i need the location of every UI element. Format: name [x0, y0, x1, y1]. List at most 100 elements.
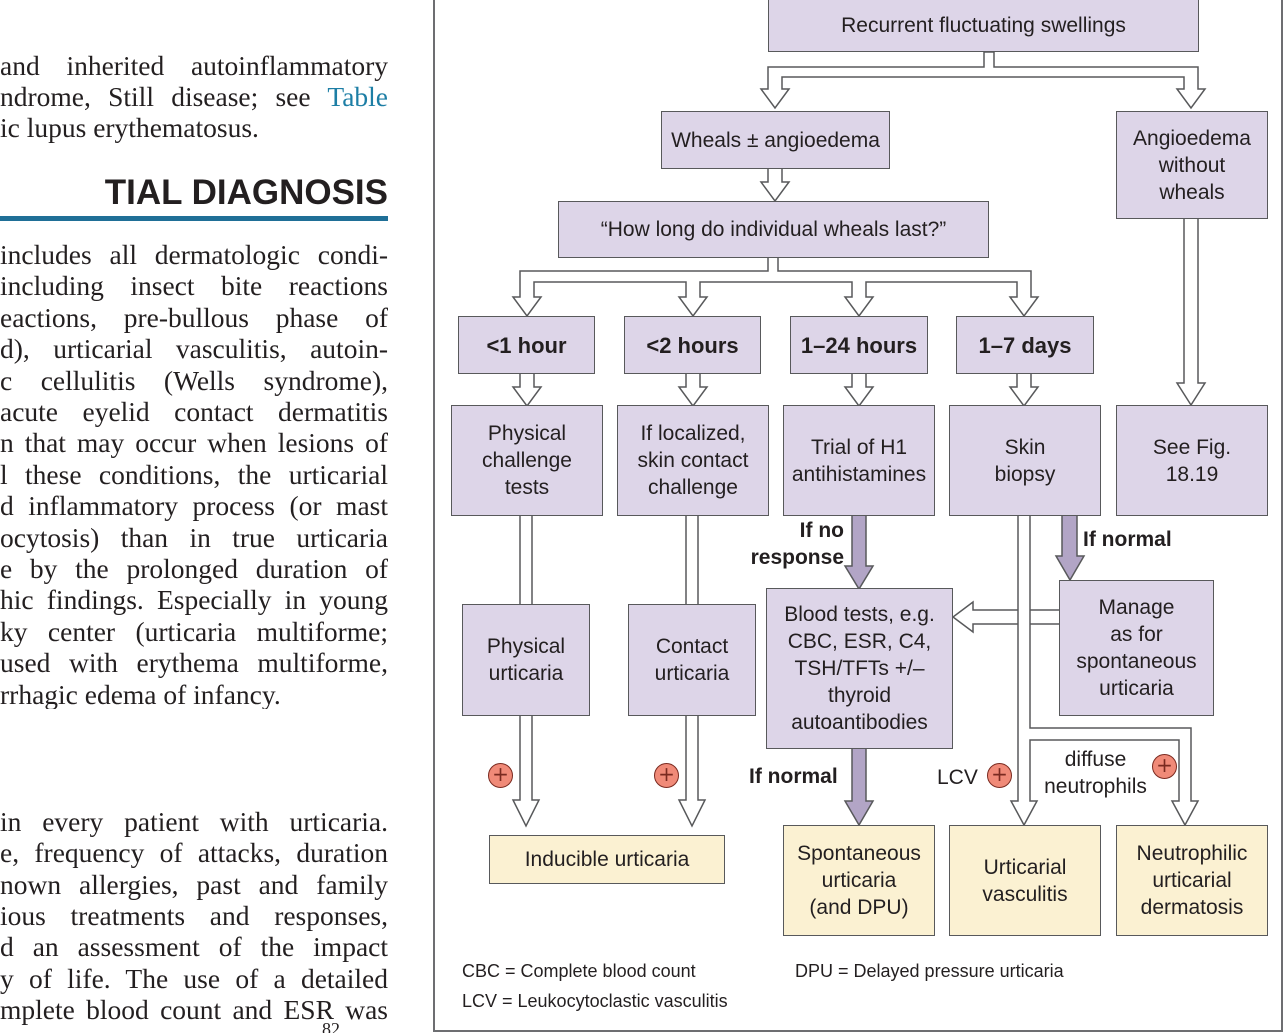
- text-line: and inherited autoinflammatory: [0, 50, 388, 81]
- biopsy-line: Skin: [1004, 435, 1046, 459]
- if-normal-biopsy-label: If normal: [1083, 528, 1172, 551]
- plus-icon: +: [987, 763, 1012, 788]
- text-line: including insect bite reactions: [0, 270, 388, 302]
- physical-urticaria-line: Physical: [486, 635, 566, 658]
- duration-text: <1 hour: [486, 332, 567, 358]
- inducible-text: Inducible urticaria: [524, 848, 690, 871]
- text-line: ic lupus erythematosus.: [0, 112, 259, 143]
- root-box: Recurrent fluctuating swellings: [768, 0, 1199, 52]
- legend-dpu: DPU = Delayed pressure urticaria: [795, 961, 1064, 981]
- trial-line: Trial of H1: [810, 435, 908, 459]
- contact-tests-box: If localized, skin contact challenge: [617, 405, 769, 516]
- arrow-root-split: [759, 51, 1207, 110]
- text-line: acute eyelid contact dermatitis: [0, 396, 388, 427]
- text-line-part: ndrome, Still disease; see: [0, 81, 328, 112]
- blood-tests-line: TSH/TFTs +/–: [794, 657, 925, 680]
- biopsy-line: biopsy: [994, 462, 1056, 486]
- angioedema-box: Angioedema without wheals: [1116, 111, 1268, 219]
- duration-box-7d: 1–7 days: [956, 316, 1094, 374]
- neutrophilic-dermatosis-box: Neutrophilic urticarial dermatosis: [1116, 825, 1268, 936]
- angioedema-line: without: [1158, 153, 1226, 177]
- diffuse-neutrophils-label: diffuse neutrophils: [1040, 746, 1151, 800]
- arrow-biopsy-to-vasculitis: [1009, 514, 1200, 827]
- lcv-label: LCV: [937, 766, 978, 789]
- label-line: neutrophils: [1044, 775, 1147, 798]
- duration-box-1h: <1 hour: [458, 316, 595, 374]
- blood-tests-line: thyroid: [827, 684, 892, 707]
- arrow-biopsy-to-manage: [1054, 514, 1086, 582]
- manage-line: Manage: [1098, 596, 1175, 619]
- text-line: d an assessment of the impact: [0, 931, 388, 963]
- contact-urticaria-box: Contact urticaria: [628, 604, 756, 716]
- text-line: l these conditions, the urticarial: [0, 458, 388, 490]
- duration-text: 1–24 hours: [800, 332, 918, 358]
- text-line: ky center (urticaria multiforme;: [0, 615, 388, 647]
- vasculitis-line: vasculitis: [982, 882, 1068, 906]
- trial-line: antihistamines: [791, 462, 927, 486]
- body-text-mid: includes all dermatologic condi- includi…: [0, 239, 388, 709]
- neutrophilic-line: urticarial: [1152, 869, 1232, 892]
- physical-tests-box: Physical challenge tests: [451, 405, 603, 516]
- arrow-angioedema-to-fig: [1175, 217, 1207, 407]
- section-heading: TIAL DIAGNOSIS: [104, 173, 388, 212]
- text-line: y of life. The use of a detailed: [0, 962, 388, 994]
- plus-icon: +: [488, 763, 513, 788]
- plus-icon: +: [654, 763, 679, 788]
- arrow-2h-to-contact-tests: [677, 372, 709, 408]
- plus-icon: +: [1152, 754, 1177, 779]
- angioedema-line: wheals: [1159, 180, 1225, 204]
- arrow-trial-to-blood: [843, 514, 875, 591]
- duration-text: <2 hours: [646, 332, 739, 358]
- inducible-urticaria-box: Inducible urticaria: [489, 835, 725, 884]
- text-line: rrhagic edema of infancy.: [0, 678, 281, 709]
- text-line: hic findings. Especially in young: [0, 584, 388, 616]
- connector-physical: [519, 514, 533, 606]
- label-line: diffuse: [1064, 748, 1127, 771]
- arrow-blood-to-spontaneous: [843, 747, 875, 827]
- neutrophilic-line: dermatosis: [1140, 896, 1244, 919]
- duration-text: 1–7 days: [978, 332, 1072, 358]
- arrow-duration-split: [511, 256, 1040, 318]
- see-fig-line[interactable]: 18.19: [1165, 462, 1219, 486]
- text-line: d inflammatory process (or mast: [0, 490, 388, 522]
- manage-line: urticaria: [1099, 677, 1174, 700]
- spontaneous-line: (and DPU): [809, 896, 909, 919]
- contact-tests-line: skin contact: [637, 449, 749, 472]
- if-no-response-label: If no response: [744, 517, 844, 571]
- text-line: eactions, pre-bullous phase of: [0, 301, 388, 333]
- text-line: ndrome, Still disease; see Table: [0, 81, 388, 112]
- if-normal-blood-label: If normal: [749, 765, 838, 788]
- neutrophilic-line: Neutrophilic: [1136, 842, 1248, 865]
- wheals-box: Wheals ± angioedema: [661, 111, 890, 169]
- text-line: ious treatments and responses,: [0, 899, 388, 931]
- reference-superscript[interactable]: 82: [322, 1019, 340, 1033]
- blood-tests-line: CBC, ESR, C4,: [787, 630, 932, 653]
- arrow-7d-to-biopsy: [1008, 372, 1040, 408]
- arrow-manage-to-blood: [951, 600, 1061, 634]
- text-line: mplete blood count and ESR was: [0, 993, 388, 1025]
- contact-urticaria-line: Contact: [655, 635, 729, 658]
- body-text-top: and inherited autoinflammatory ndrome, S…: [0, 50, 388, 145]
- blood-tests-box: Blood tests, e.g. CBC, ESR, C4, TSH/TFTs…: [766, 588, 953, 749]
- text-line: n that may occur when lesions of: [0, 427, 388, 459]
- connector-contact: [685, 514, 699, 606]
- label-line: If no: [799, 519, 844, 542]
- see-fig-box: See Fig. 18.19: [1116, 405, 1268, 516]
- root-text: Recurrent fluctuating swellings: [841, 13, 1126, 37]
- text-line: used with erythema multiforme,: [0, 647, 388, 679]
- spontaneous-line: urticaria: [821, 869, 897, 892]
- text-line: ocytosis) than in true urticaria: [0, 521, 388, 553]
- blood-tests-line: autoantibodies: [791, 711, 928, 734]
- arrow-contact-to-inducible: [677, 714, 707, 828]
- text-line: in every patient with urticaria.: [0, 806, 388, 837]
- table-link[interactable]: Table: [327, 81, 388, 112]
- biopsy-box: Skin biopsy: [949, 405, 1101, 516]
- body-text-bottom: in every patient with urticaria. e, freq…: [0, 806, 388, 1033]
- see-fig-line[interactable]: See Fig.: [1152, 435, 1232, 459]
- arrow-24h-to-trial: [843, 372, 875, 408]
- legend-lcv: LCV = Leukocytoclastic vasculitis: [462, 991, 728, 1011]
- wheals-text: Wheals ± angioedema: [671, 128, 880, 152]
- legend-cbc: CBC = Complete blood count: [462, 961, 696, 981]
- physical-urticaria-box: Physical urticaria: [462, 604, 590, 716]
